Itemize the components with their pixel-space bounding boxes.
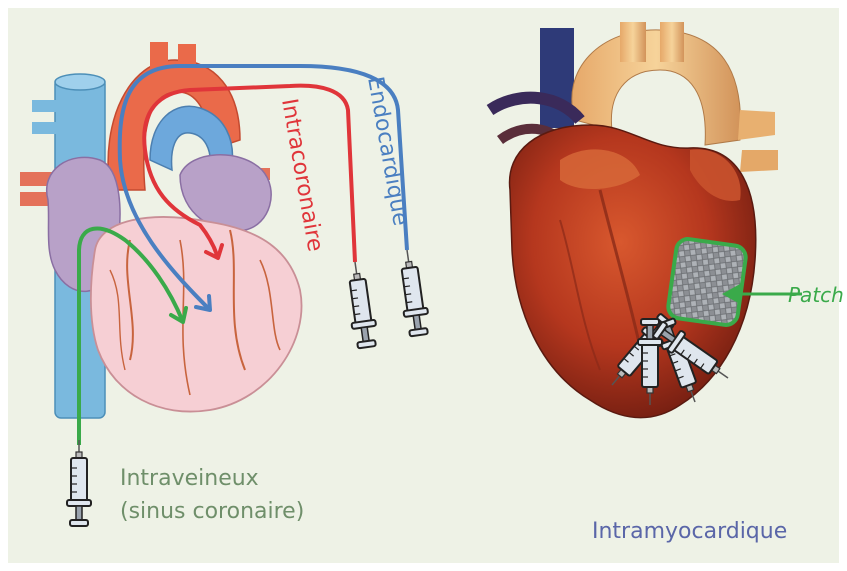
label-intraveineux-line2: (sinus coronaire) — [120, 499, 304, 524]
syringe-icon — [343, 260, 379, 349]
syringe-icon — [395, 248, 431, 337]
label-endocardique: Endocardique — [362, 75, 413, 228]
cardiac-patch — [667, 238, 802, 327]
label-intraveineux-line1: Intraveineux — [120, 466, 259, 491]
syringe-icon — [67, 440, 91, 526]
label-patch: Patch — [788, 283, 844, 307]
label-intramyocardique: Intramyocardique — [592, 519, 787, 544]
label-intracoronaire: Intracoronaire — [276, 97, 328, 254]
